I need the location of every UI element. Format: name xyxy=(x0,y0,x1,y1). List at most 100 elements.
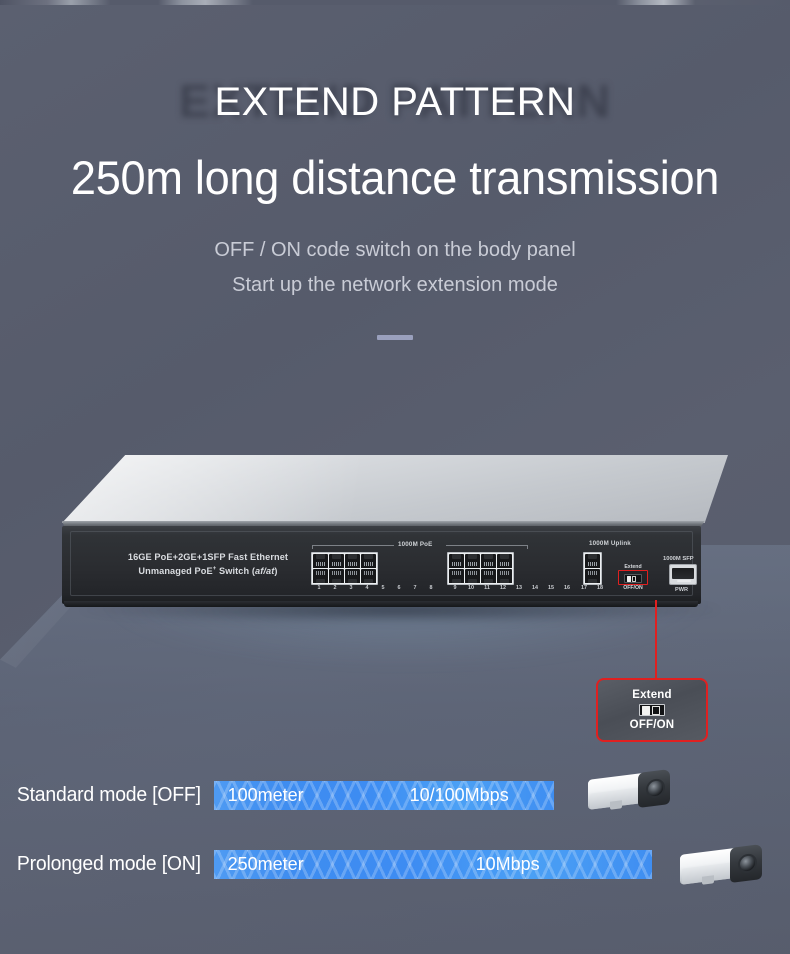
rj45-port[interactable] xyxy=(585,569,600,583)
device-front-panel: 16GE PoE+2GE+1SFP Fast Ethernet Unmanage… xyxy=(62,526,701,604)
subtitle-line-1: OFF / ON code switch on the body panel xyxy=(214,239,576,261)
device-offon-label: OFF/ON xyxy=(623,585,643,591)
model-line-2: Unmanaged PoE+ Switch (af/at) xyxy=(98,564,318,578)
rj45-port[interactable] xyxy=(465,569,480,583)
port-number: 6 xyxy=(397,585,401,591)
rj45-port[interactable] xyxy=(449,554,464,568)
port-column[interactable] xyxy=(481,554,496,583)
port-bank-uplink[interactable] xyxy=(583,552,602,585)
model-line-2-mid: Switch ( xyxy=(216,566,256,577)
model-standard-italic: af/at xyxy=(255,566,275,577)
rj45-port[interactable] xyxy=(361,569,376,583)
port-numbers-poe-2: 9 10 11 12 13 14 15 16 xyxy=(447,585,575,591)
chevron-pattern-icon xyxy=(213,781,554,810)
port-bank-poe-1[interactable] xyxy=(311,552,378,585)
port-column[interactable] xyxy=(465,554,480,583)
header-block: EXTEND PATTERN EXTEND PATTERN 250m long … xyxy=(0,0,790,340)
port-column[interactable] xyxy=(497,554,512,583)
comparison-row-prolonged: Prolonged mode [ON] 250meter 10Mbps xyxy=(14,850,652,879)
port-number: 9 xyxy=(453,585,457,591)
poe-switch-device: 16GE PoE+2GE+1SFP Fast Ethernet Unmanage… xyxy=(62,455,728,623)
device-base-edge xyxy=(64,601,698,607)
subtitle-line-2: Start up the network extension mode xyxy=(232,274,558,296)
port-number: 3 xyxy=(349,585,353,591)
rj45-port[interactable] xyxy=(585,554,600,568)
bandwidth-bar-standard: 100meter 10/100Mbps xyxy=(213,781,554,810)
dip-key-on[interactable] xyxy=(632,575,636,582)
rj45-port[interactable] xyxy=(481,554,496,568)
port-numbers-uplink: 17 18 xyxy=(576,585,608,591)
poe-rule-tick-left xyxy=(312,545,313,549)
bandwidth-bar-prolonged: 250meter 10Mbps xyxy=(213,850,652,879)
rj45-port[interactable] xyxy=(481,569,496,583)
port-column[interactable] xyxy=(313,554,328,583)
rj45-port[interactable] xyxy=(313,554,328,568)
camera-bracket xyxy=(702,875,714,885)
port-number: 8 xyxy=(429,585,433,591)
row-label-standard: Standard mode [OFF] xyxy=(16,784,201,806)
eyebrow-text: EXTEND PATTERN xyxy=(214,80,576,124)
poe-group-rule-left xyxy=(312,545,394,546)
extend-dip-highlight-box[interactable] xyxy=(618,570,648,585)
rj45-port[interactable] xyxy=(313,569,328,583)
distance-value-standard: 100meter xyxy=(227,785,304,805)
uplink-group-label: 1000M Uplink xyxy=(589,540,631,547)
rj45-port[interactable] xyxy=(497,569,512,583)
rj45-port[interactable] xyxy=(449,569,464,583)
port-column[interactable] xyxy=(329,554,344,583)
port-number: 12 xyxy=(500,585,506,591)
extend-switch-callout: Extend OFF/ON xyxy=(596,678,708,742)
port-number: 7 xyxy=(413,585,417,591)
speed-value-standard: 10/100Mbps xyxy=(409,785,509,805)
callout-connector-line xyxy=(655,600,657,678)
chevron-pattern-icon xyxy=(213,781,554,810)
callout-dip-switch[interactable] xyxy=(639,704,665,716)
device-panel-inset xyxy=(70,531,693,596)
port-number: 5 xyxy=(381,585,385,591)
port-number: 2 xyxy=(333,585,337,591)
port-column[interactable] xyxy=(449,554,464,583)
sfp-label: 1000M SFP xyxy=(663,556,694,562)
sfp-cage-port[interactable] xyxy=(669,564,697,585)
rj45-port[interactable] xyxy=(465,554,480,568)
rj45-port[interactable] xyxy=(497,554,512,568)
port-number: 11 xyxy=(484,585,490,591)
port-number: 16 xyxy=(564,585,570,591)
port-number: 17 xyxy=(581,585,587,591)
port-column[interactable] xyxy=(585,554,600,583)
speed-value-prolonged: 10Mbps xyxy=(475,854,540,874)
model-line-2-pre: Unmanaged PoE xyxy=(138,566,213,577)
model-line-2-post: ) xyxy=(274,566,278,577)
eyebrow-ghost-text: EXTEND PATTERN xyxy=(178,75,612,127)
rj45-port[interactable] xyxy=(329,554,344,568)
extend-dip-switch[interactable] xyxy=(624,574,642,583)
poe-rule-tick-right xyxy=(527,545,528,549)
rj45-port[interactable] xyxy=(345,554,360,568)
model-line-1: 16GE PoE+2GE+1SFP Fast Ethernet xyxy=(127,552,289,562)
top-bleed-strip xyxy=(0,0,790,5)
callout-dip-key-off[interactable] xyxy=(642,705,650,715)
chevron-pattern-icon xyxy=(213,850,652,879)
comparison-row-standard: Standard mode [OFF] 100meter 10/100Mbps xyxy=(14,781,554,810)
port-column[interactable] xyxy=(345,554,360,583)
eyebrow-wrapper: EXTEND PATTERN EXTEND PATTERN xyxy=(0,75,790,142)
poe-plus-superscript: + xyxy=(212,566,217,573)
device-extend-label: Extend xyxy=(624,564,642,570)
pwr-label: PWR xyxy=(675,587,689,593)
device-front-lip xyxy=(62,521,705,527)
rj45-port[interactable] xyxy=(345,569,360,583)
port-number: 14 xyxy=(532,585,538,591)
callout-dip-key-on[interactable] xyxy=(652,705,660,715)
bar-text-standard: 100meter 10/100Mbps xyxy=(214,781,554,810)
rj45-port[interactable] xyxy=(329,569,344,583)
device-model-label: 16GE PoE+2GE+1SFP Fast Ethernet Unmanage… xyxy=(98,550,318,579)
dip-key-off[interactable] xyxy=(626,575,631,582)
callout-title: Extend xyxy=(632,689,672,701)
port-bank-poe-2[interactable] xyxy=(447,552,514,585)
port-column[interactable] xyxy=(361,554,376,583)
row-label-prolonged: Prolonged mode [ON] xyxy=(16,853,201,875)
chevron-pattern-icon xyxy=(213,850,652,879)
camera-bracket xyxy=(610,800,622,810)
rj45-port[interactable] xyxy=(361,554,376,568)
